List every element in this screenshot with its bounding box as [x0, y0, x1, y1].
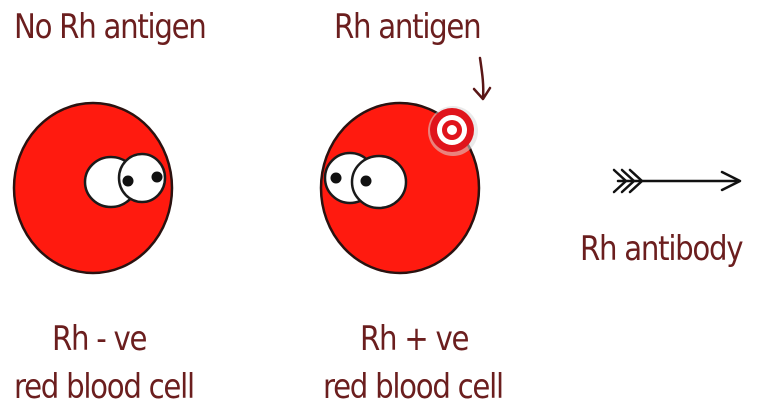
rh-positive-cell — [321, 103, 479, 273]
rh-antibody-arrow-icon — [614, 170, 740, 192]
rh-negative-cell — [14, 103, 172, 273]
antigen-pointer-arrow — [474, 58, 490, 99]
negative-cell-eyes — [85, 154, 165, 207]
positive-cell-eyes — [325, 153, 406, 208]
rh-antigen-marker — [428, 106, 478, 156]
